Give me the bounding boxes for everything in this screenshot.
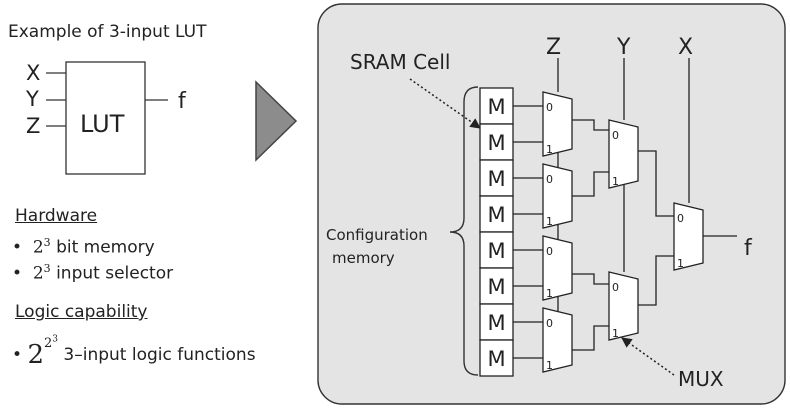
lut-input-x: X [26, 61, 40, 85]
mux-label: MUX [678, 367, 724, 391]
memory-cell: M [479, 339, 514, 377]
memory-cell: M [479, 195, 514, 233]
memory-cell: M [479, 159, 514, 197]
mux-port-0: 0 [546, 101, 553, 114]
mux-level1: 01 [542, 163, 573, 229]
lut-example-title: Example of 3-input LUT [8, 22, 207, 42]
mux-port-1: 1 [546, 215, 553, 228]
mux-port-0: 0 [612, 281, 619, 294]
mux-port-0: 0 [546, 245, 553, 258]
mux-port-0: 0 [612, 129, 619, 142]
memory-cell-label: M [487, 311, 505, 335]
hardware-item-selector: • 23 input selector [12, 262, 174, 284]
output-f-label: f [744, 236, 753, 261]
mux-port-1: 1 [546, 143, 553, 156]
memory-cell-label: M [487, 167, 505, 191]
hardware-heading: Hardware [15, 206, 98, 226]
memory-cell: M [479, 231, 514, 269]
mux-port-0: 0 [546, 317, 553, 330]
lut-label: LUT [80, 110, 125, 138]
mux-port-1: 1 [612, 327, 619, 340]
lut-output-f: f [178, 89, 187, 114]
logic-capability-item: • 223 3–input logic functions [12, 335, 256, 370]
memory-cell: M [479, 123, 514, 161]
memory-cell-label: M [487, 347, 505, 371]
memory-cell-label: M [487, 95, 505, 119]
memory-cell-label: M [487, 203, 505, 227]
mux-port-1: 1 [677, 257, 684, 270]
memory-cell: M [479, 303, 514, 341]
input-y-label: Y [616, 35, 631, 60]
mux-port-1: 1 [546, 359, 553, 372]
config-label-line1: Configuration [326, 226, 428, 244]
config-label-line2: memory [332, 249, 395, 267]
mux-port-0: 0 [677, 212, 684, 225]
memory-cell: M [479, 267, 514, 305]
input-z-label: Z [546, 35, 561, 60]
memory-cell-label: M [487, 239, 505, 263]
hardware-item-memory: • 23 bit memory [12, 236, 155, 258]
mux-level2: 01 [608, 271, 639, 341]
memory-cell-label: M [487, 131, 505, 155]
sram-cell-label: SRAM Cell [350, 50, 450, 74]
config-brace [449, 86, 479, 376]
lut-input-z: Z [26, 114, 40, 138]
mux-level1: 01 [542, 91, 573, 157]
lut-input-y: Y [25, 87, 39, 111]
mux-level1: 01 [542, 307, 573, 373]
logic-capability-heading: Logic capability [15, 302, 148, 322]
mux-port-1: 1 [546, 287, 553, 300]
mux-pointer [621, 337, 675, 376]
sram-cell-pointer [409, 78, 481, 129]
mux-port-1: 1 [612, 175, 619, 188]
mux-level2: 01 [608, 119, 639, 189]
transition-arrow [255, 80, 298, 162]
mux-level3: 01 [673, 202, 704, 271]
memory-cell-label: M [487, 275, 505, 299]
input-x-label: X [678, 35, 693, 60]
mux-port-0: 0 [546, 173, 553, 186]
mux-level1: 01 [542, 235, 573, 301]
memory-cell: M [479, 87, 514, 125]
lut-box [65, 61, 146, 175]
lut-block-symbol: X Y Z LUT f [25, 61, 187, 175]
